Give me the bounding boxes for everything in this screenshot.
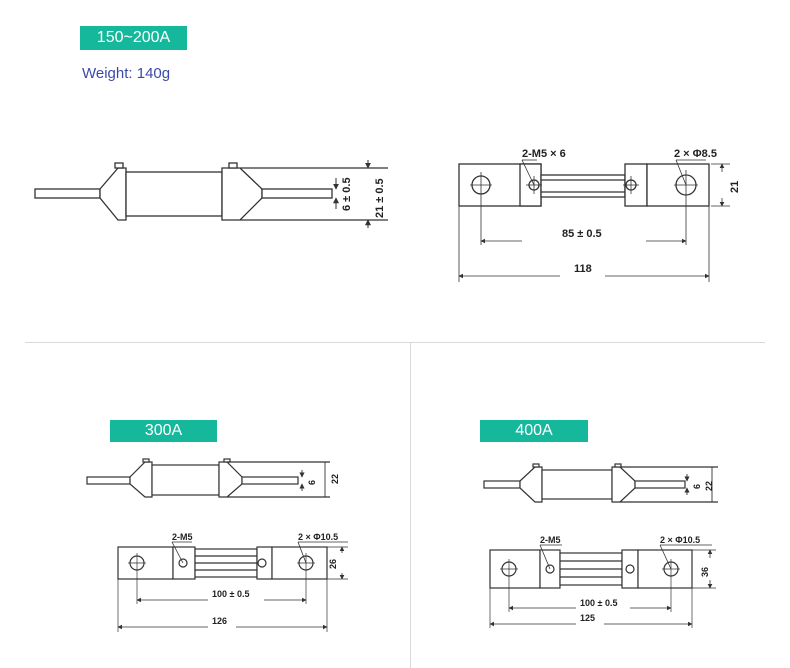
dim-thin-b: 6: [307, 480, 317, 485]
horizontal-divider: [25, 342, 765, 343]
dim-total-b: 126: [212, 616, 227, 626]
shunt-side-view-c: [483, 463, 718, 503]
shunt-top-view-c: [489, 549, 693, 589]
shunt-top-view-a: [458, 163, 710, 207]
dimension-lines-c: [684, 467, 713, 502]
leader-lines-a: [458, 159, 730, 279]
label-hole-b: 2 × Φ10.5: [298, 532, 338, 542]
dim-side-height-c: 36: [700, 567, 710, 577]
dim-thin-c: 6: [692, 484, 702, 489]
weight-label: Weight: 140g: [82, 65, 171, 82]
dim-side-height-b: 26: [328, 559, 338, 569]
badge-300a: 300A: [110, 420, 217, 442]
label-thread-b: 2-M5: [172, 532, 193, 542]
crosshairs-c: [489, 549, 716, 628]
vertical-divider: [410, 343, 411, 668]
leader-lines-b: [117, 541, 348, 630]
shunt-top-view-b: [117, 546, 328, 580]
dim-height-c: 22: [704, 481, 714, 491]
label-thread-c: 2-M5: [540, 535, 561, 545]
dim-thin-a: 6 ± 0.5: [341, 177, 353, 211]
badge-400a: 400A: [480, 420, 588, 442]
label-thread-a: 2-M5 × 6: [522, 148, 566, 160]
label-hole-c: 2 × Φ10.5: [660, 535, 700, 545]
dim-height-a: 21 ± 0.5: [374, 178, 386, 218]
badge-150-200a: 150~200A: [80, 26, 187, 50]
label-hole-a: 2 × Φ8.5: [674, 148, 717, 160]
crosshairs-a: [458, 170, 710, 282]
dim-hole-spacing-b: 100 ± 0.5: [212, 589, 249, 599]
dim-hole-spacing-c: 100 ± 0.5: [580, 598, 617, 608]
crosshairs-b: [117, 546, 348, 632]
leader-lines-c: [489, 544, 713, 627]
dim-hole-spacing-a: 85 ± 0.5: [562, 228, 602, 240]
dim-side-height-a: 21: [729, 181, 741, 193]
dim-total-c: 125: [580, 613, 595, 623]
dimension-lines-b: [299, 462, 326, 497]
shunt-side-view-a: [34, 162, 388, 221]
dim-height-b: 22: [330, 474, 340, 484]
shunt-side-view-b: [86, 458, 330, 498]
dimension-lines-a: [333, 160, 371, 228]
dim-total-a: 118: [574, 263, 592, 275]
